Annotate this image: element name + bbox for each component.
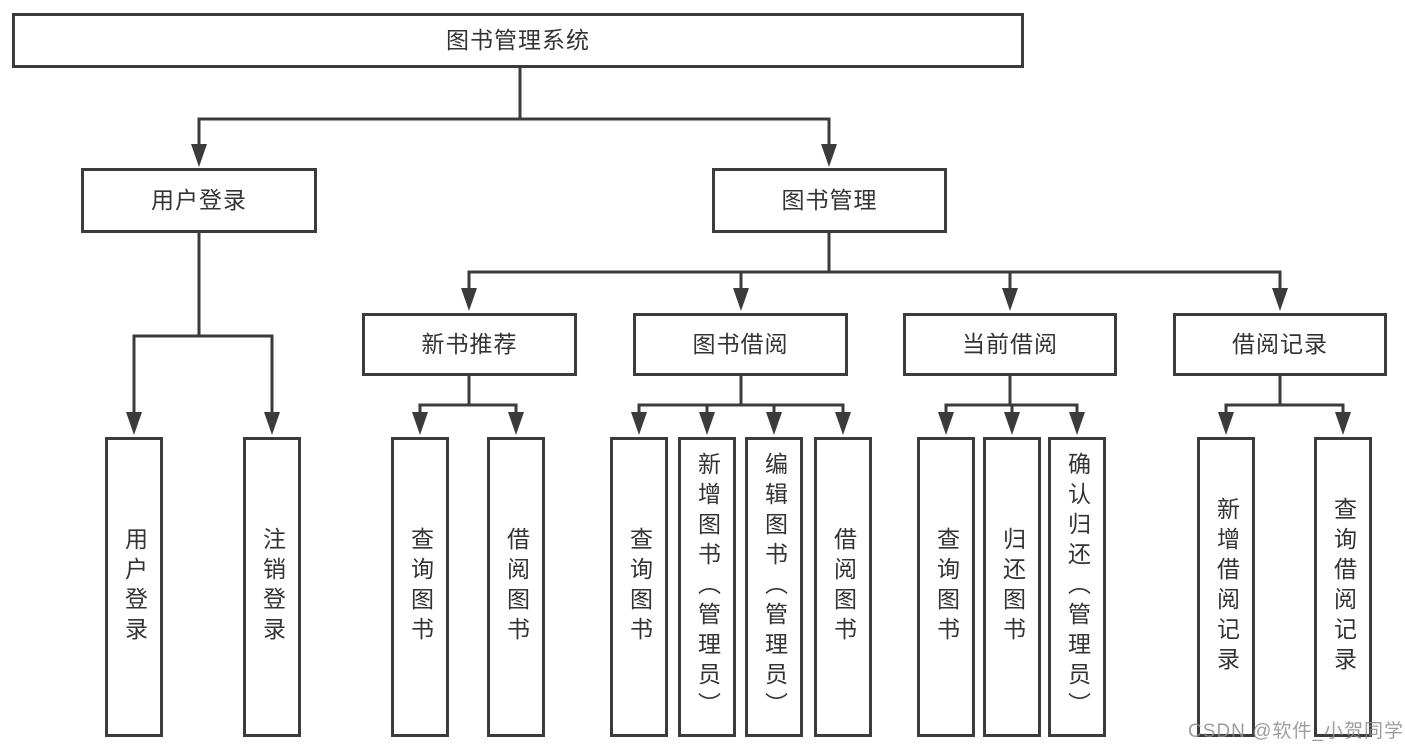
arrowhead-icon [191, 144, 207, 167]
leaf-add-borrow-record: 新增借阅记录 [1197, 437, 1255, 737]
leaf-borrow-book: 借阅图书 [814, 437, 872, 737]
leaf-query-book-borrow: 查询图书 [610, 437, 668, 737]
arrowhead-icon [766, 412, 782, 435]
arrowhead-icon [1069, 412, 1085, 435]
arrowhead-icon [1004, 412, 1020, 435]
arrowhead-icon [1272, 288, 1288, 311]
arrowhead-icon [631, 412, 647, 435]
connector-bookmgmt-fork [467, 270, 1282, 292]
node-root-system: 图书管理系统 [12, 13, 1024, 68]
connector-records-fork [1224, 403, 1345, 414]
arrowhead-icon [821, 144, 837, 167]
connector-newbook-fork [418, 403, 518, 414]
leaf-query-book-recommend: 查询图书 [391, 437, 449, 737]
leaf-borrow-book-recommend: 借阅图书 [487, 437, 545, 737]
connector-root-fork [197, 117, 831, 148]
arrowhead-icon [264, 412, 280, 435]
node-current-borrow: 当前借阅 [903, 313, 1117, 376]
arrowhead-icon [126, 412, 142, 435]
arrowhead-icon [938, 412, 954, 435]
connector-bookborrow-fork [637, 403, 845, 414]
node-book-management: 图书管理 [712, 168, 947, 233]
leaf-add-book-admin: 新增图书（管理员） [678, 437, 736, 737]
arrowhead-icon [835, 412, 851, 435]
arrowhead-icon [412, 412, 428, 435]
leaf-return-book: 归还图书 [983, 437, 1041, 737]
leaf-logout: 注销登录 [243, 437, 301, 737]
arrowhead-icon [733, 288, 749, 311]
arrowhead-icon [699, 412, 715, 435]
leaf-query-borrow-record: 查询借阅记录 [1314, 437, 1372, 737]
arrowhead-icon [461, 288, 477, 311]
connector-userlogin-fork [132, 334, 274, 414]
leaf-confirm-return-admin: 确认归还（管理员） [1048, 437, 1106, 737]
node-new-book-recommend: 新书推荐 [362, 313, 577, 376]
leaf-query-book-current: 查询图书 [917, 437, 975, 737]
node-borrow-records: 借阅记录 [1173, 313, 1387, 376]
node-user-login: 用户登录 [81, 168, 317, 233]
arrowhead-icon [508, 412, 524, 435]
arrowhead-icon [1335, 412, 1351, 435]
arrowhead-icon [1218, 412, 1234, 435]
leaf-user-login: 用户登录 [105, 437, 163, 737]
node-book-borrow: 图书借阅 [633, 313, 848, 376]
csdn-watermark: CSDN @软件_小贺同学 [1188, 721, 1404, 742]
arrowhead-icon [1002, 288, 1018, 311]
leaf-edit-book-admin: 编辑图书（管理员） [745, 437, 803, 737]
